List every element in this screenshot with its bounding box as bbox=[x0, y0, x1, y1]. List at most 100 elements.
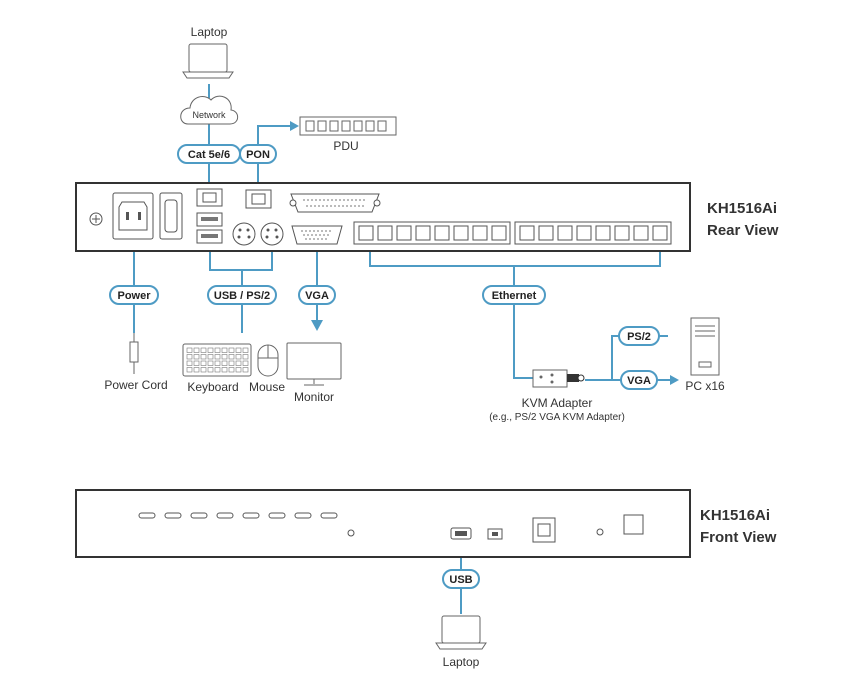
keyboard-key bbox=[193, 360, 200, 366]
pill-vga-pc: VGA bbox=[620, 370, 658, 390]
rj45-port bbox=[377, 225, 393, 241]
keyboard-key bbox=[235, 360, 242, 366]
pill-cat: Cat 5e/6 bbox=[177, 144, 241, 164]
keyboard-key bbox=[228, 347, 235, 353]
keyboard-key bbox=[228, 360, 235, 366]
keyboard-key bbox=[207, 367, 214, 373]
rj45-port bbox=[453, 225, 469, 241]
svg-text:VGA: VGA bbox=[305, 290, 329, 302]
keyboard-key bbox=[221, 347, 228, 353]
keyboard-key bbox=[235, 367, 242, 373]
front-model-title: KH1516Ai bbox=[700, 507, 770, 524]
svg-text:VGA: VGA bbox=[627, 375, 651, 387]
svg-text:USB: USB bbox=[449, 574, 472, 586]
pill-usb-front: USB bbox=[442, 569, 480, 589]
keyboard-key bbox=[193, 367, 200, 373]
keyboard-key bbox=[207, 354, 214, 360]
svg-text:PON: PON bbox=[246, 149, 270, 161]
keyboard-key bbox=[235, 347, 242, 353]
network-label: Network bbox=[192, 110, 226, 120]
laptop-icon bbox=[182, 43, 234, 79]
rear-panel bbox=[75, 182, 691, 252]
keyboard-key bbox=[221, 367, 228, 373]
pdu-label: PDU bbox=[333, 139, 358, 153]
keyboard-key bbox=[242, 367, 249, 373]
rj45-port bbox=[557, 225, 573, 241]
pill-vga: VGA bbox=[298, 285, 336, 305]
keyboard-key bbox=[186, 360, 193, 366]
power-plug-icon bbox=[129, 333, 139, 374]
keyboard-label: Keyboard bbox=[187, 380, 238, 394]
keyboard-key bbox=[200, 367, 207, 373]
keyboard-key bbox=[228, 367, 235, 373]
keyboard-icon bbox=[182, 343, 252, 377]
rj45-port bbox=[519, 225, 535, 241]
keyboard-key bbox=[193, 347, 200, 353]
keyboard-key bbox=[200, 354, 207, 360]
rj45-port bbox=[614, 225, 630, 241]
rj45-port bbox=[434, 225, 450, 241]
rj45-port bbox=[576, 225, 592, 241]
keyboard-key bbox=[200, 347, 207, 353]
rj45-port bbox=[633, 225, 649, 241]
keyboard-key bbox=[242, 360, 249, 366]
kvm-adapter-note: (e.g., PS/2 VGA KVM Adapter) bbox=[489, 412, 625, 423]
front-view-title: Front View bbox=[700, 529, 777, 546]
keyboard-key bbox=[242, 347, 249, 353]
keyboard-key bbox=[207, 347, 214, 353]
keyboard-keys bbox=[186, 347, 249, 373]
laptop-icon bbox=[435, 615, 487, 650]
monitor-label: Monitor bbox=[294, 390, 334, 404]
rear-view-title: Rear View bbox=[707, 222, 779, 239]
keyboard-key bbox=[193, 354, 200, 360]
pc-tower-icon bbox=[690, 317, 720, 376]
rj45-ports bbox=[358, 225, 668, 241]
keyboard-key bbox=[228, 354, 235, 360]
keyboard-key bbox=[214, 367, 221, 373]
rj45-port bbox=[415, 225, 431, 241]
rj45-port bbox=[652, 225, 668, 241]
keyboard-key bbox=[221, 360, 228, 366]
keyboard-key bbox=[221, 354, 228, 360]
pill-usb-ps2: USB / PS/2 bbox=[207, 285, 277, 305]
rj45-port bbox=[396, 225, 412, 241]
pc-label: PC x16 bbox=[685, 379, 725, 393]
keyboard-key bbox=[186, 347, 193, 353]
keyboard-key bbox=[214, 354, 221, 360]
keyboard-key bbox=[214, 360, 221, 366]
svg-text:USB / PS/2: USB / PS/2 bbox=[214, 290, 270, 302]
front-panel bbox=[75, 489, 691, 558]
keyboard-key bbox=[214, 347, 221, 353]
keyboard-key bbox=[186, 354, 193, 360]
pdu-icon bbox=[299, 116, 397, 136]
mouse-label: Mouse bbox=[249, 380, 285, 394]
monitor-icon bbox=[286, 342, 342, 386]
cloud-icon bbox=[180, 95, 239, 125]
rj45-port bbox=[595, 225, 611, 241]
svg-text:Cat 5e/6: Cat 5e/6 bbox=[188, 149, 230, 161]
keyboard-key bbox=[200, 360, 207, 366]
pill-ps2: PS/2 bbox=[618, 326, 660, 346]
rj45-port bbox=[472, 225, 488, 241]
kvm-adapter-label: KVM Adapter bbox=[522, 396, 593, 410]
keyboard-key bbox=[235, 354, 242, 360]
svg-text:Ethernet: Ethernet bbox=[492, 290, 537, 302]
keyboard-key bbox=[186, 367, 193, 373]
rear-model-title: KH1516Ai bbox=[707, 200, 777, 217]
top-laptop-label: Laptop bbox=[191, 25, 228, 39]
mouse-icon bbox=[257, 344, 279, 377]
pill-ethernet: Ethernet bbox=[482, 285, 546, 305]
rj45-port bbox=[538, 225, 554, 241]
svg-text:PS/2: PS/2 bbox=[627, 331, 651, 343]
rj45-port bbox=[358, 225, 374, 241]
pill-pon: PON bbox=[239, 144, 277, 164]
svg-text:Power: Power bbox=[117, 290, 151, 302]
keyboard-key bbox=[242, 354, 249, 360]
power-cord-label: Power Cord bbox=[104, 378, 167, 392]
pill-power: Power bbox=[109, 285, 159, 305]
keyboard-key bbox=[207, 360, 214, 366]
rj45-port bbox=[491, 225, 507, 241]
front-laptop-label: Laptop bbox=[443, 655, 480, 669]
kvm-adapter-icon bbox=[532, 369, 585, 388]
